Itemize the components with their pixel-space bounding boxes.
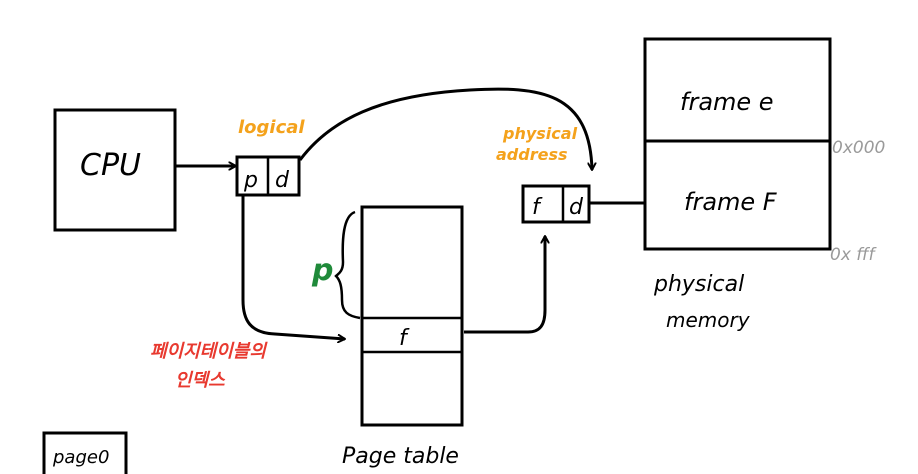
logical-offset-part: d: [275, 168, 290, 193]
physical-address-annotation-line1: physical: [502, 124, 578, 143]
physical-memory: frame e frame F: [643, 37, 832, 251]
physical-memory-caption-line1: physical: [653, 272, 744, 297]
physical-memory-caption-line2: memory: [666, 308, 751, 332]
page-table-entry-value: f: [399, 326, 410, 351]
frame-to-physical-arrow: [464, 236, 545, 334]
offset-to-physical-arrow: [298, 87, 592, 170]
page-table-index-note-line1: 페이지테이블의: [150, 341, 268, 362]
frame-e-label: frame e: [680, 88, 774, 116]
logical-page-part: p: [243, 168, 258, 193]
page-legend-label: page0: [52, 447, 109, 468]
logical-address-box: p d: [235, 155, 301, 197]
physical-frame-part: f: [532, 195, 543, 220]
logical-address-annotation: logical: [238, 117, 305, 138]
page-number-to-table-arrow: [241, 196, 345, 339]
physical-offset-part: d: [569, 195, 584, 220]
page-table: f: [360, 205, 464, 427]
memory-start-address: 0x000: [832, 138, 885, 158]
cpu-label: CPU: [80, 148, 141, 183]
page-legend-box: page0: [42, 431, 128, 474]
page-table-caption: Page table: [342, 444, 459, 469]
physical-address-annotation-line2: address: [496, 145, 568, 164]
page-index-bracket: [334, 210, 361, 320]
physical-address-box: f d: [521, 184, 591, 224]
page-table-index-note-line2: 인덱스: [175, 370, 226, 391]
page-index-label: p: [311, 253, 333, 288]
memory-end-address: 0x fff: [830, 245, 878, 265]
cpu-box: CPU: [53, 108, 177, 232]
frame-f-label: frame F: [684, 188, 778, 216]
